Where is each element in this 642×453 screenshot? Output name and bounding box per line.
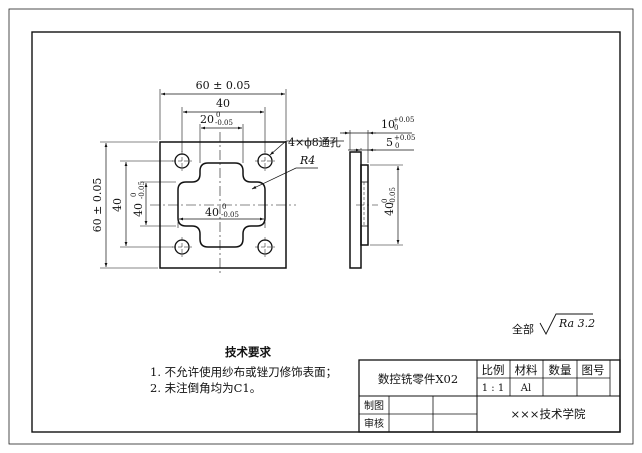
dim-cross-width-tol-bot: -0.05 [221,211,239,219]
roughness-symbol-icon [539,313,593,335]
scale-label: 比例 [482,363,505,377]
surface-finish: 全部 Ra 3.2 [512,313,595,336]
side-view [340,130,414,269]
dim-thickness: 10 [381,118,395,131]
dim-thickness-tol-bot: 0 [394,124,398,132]
quantity-label: 数量 [549,363,572,377]
dim-side-height: 40 [383,202,396,216]
dim-cross-width-tol-top: 0 [222,203,226,211]
technical-requirements: 技术要求 1. 不允许使用纱布或锉刀修饰表面； 2. 未注倒角均为C1。 [150,345,337,395]
material-value: Al [520,383,531,394]
dim-cross-width: 40 [205,206,219,219]
plate-outline [159,141,287,269]
requirements-title: 技术要求 [225,345,271,359]
requirement-item-1: 1. 不允许使用纱布或锉刀修饰表面； [150,365,337,379]
dim-cross-height-tol-bot: -0.05 [138,181,146,199]
outer-border [8,8,634,445]
dim-slot-width: 20 [200,113,214,126]
dim-cross-height-tol-top: 0 [130,193,138,197]
dim-slot-width-tol-top: 0 [216,111,220,119]
drawn-by-label: 制图 [364,399,384,412]
dim-pocket-depth-tol-bot: 0 [395,142,399,150]
dim-pocket-depth-tol-top: +0.05 [394,134,415,142]
part-name: 数控铣零件X02 [378,372,458,386]
holes-note: 4×ϕ8通孔 [288,136,341,149]
surface-finish-prefix: 全部 [512,322,534,336]
dim-pocket-depth: 5 [386,136,393,149]
surface-finish-value: Ra 3.2 [558,317,595,330]
dim-side-height-tol-bot: -0.05 [389,187,397,205]
side-pocket [360,164,369,246]
dim-overall-height: 60 ± 0.05 [91,178,104,233]
leader-holes [269,140,344,156]
radius-note: R4 [299,154,315,167]
drawing-no-label: 图号 [582,363,605,377]
side-view-labels: 10 +0.05 0 5 +0.05 0 40 0 -0.05 [381,116,415,216]
scale-value: 1 : 1 [482,383,504,394]
material-label: 材料 [515,363,538,377]
title-block [358,359,621,433]
inner-frame [31,31,621,433]
dim-overall-width: 60 ± 0.05 [196,79,251,92]
side-plate [349,151,362,269]
front-view [100,89,344,275]
dim-thickness-tol-top: +0.05 [393,116,414,124]
dim-hole-spacing-v: 40 [111,198,124,212]
dim-hole-spacing-h: 40 [216,97,230,110]
title-block-text: 数控铣零件X02 比例 材料 数量 图号 1 : 1 Al 制图 审核 ×××技… [364,363,605,430]
institution-name: ×××技术学院 [511,407,586,421]
cross-pocket [177,162,266,248]
requirement-item-2: 2. 未注倒角均为C1。 [150,381,261,395]
dim-cross-height: 40 [132,203,145,217]
checked-by-label: 审核 [364,417,384,430]
front-view-labels: 60 ± 0.05 40 20 0 -0.05 40 0 -0.05 60 ± … [91,79,341,232]
dim-slot-width-tol-bot: -0.05 [215,119,233,127]
leader-radius [251,167,318,190]
dim-side-height-tol-top: 0 [381,199,389,203]
